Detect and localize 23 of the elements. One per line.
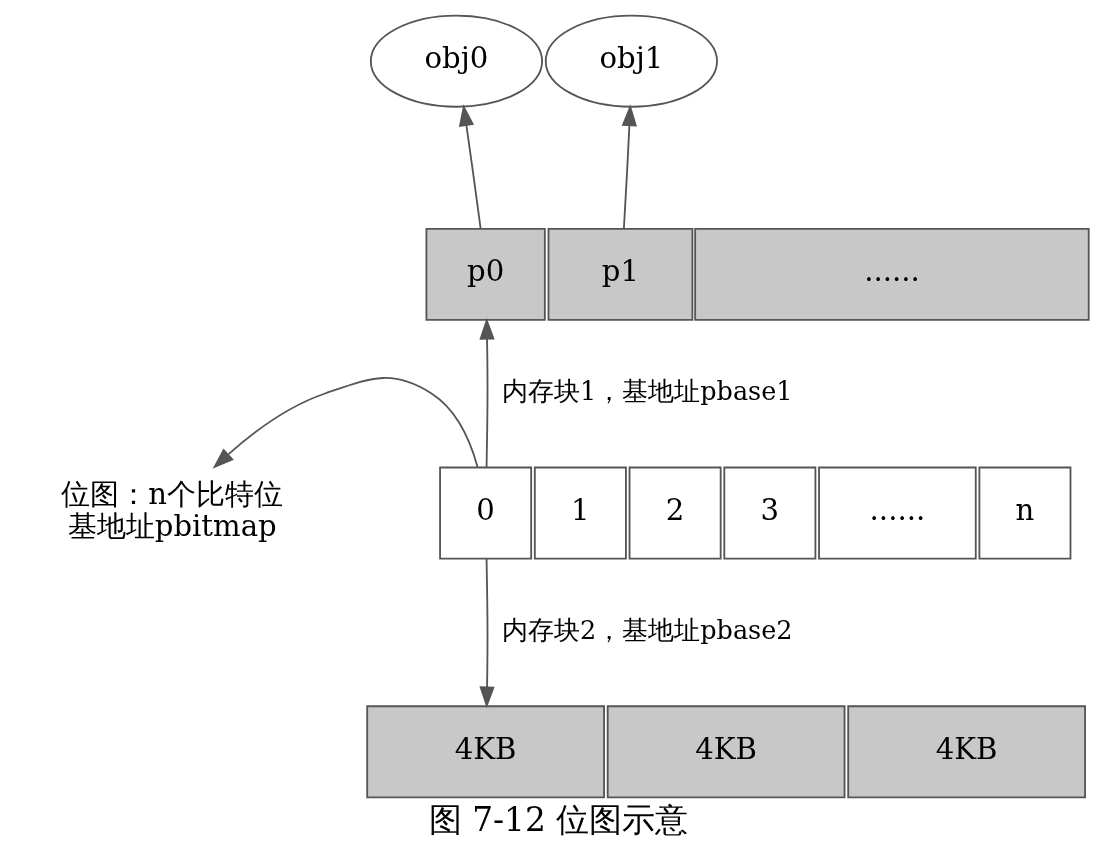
edge-label: 内存块2，基地址pbase2 [501, 615, 793, 646]
node-ellipse: obj0 [369, 14, 543, 108]
node-box: 0 [438, 466, 532, 560]
node-box: 4KB [606, 705, 845, 799]
node-box: ...... [817, 466, 977, 560]
node-box: ...... [693, 227, 1090, 321]
node-box: 2 [628, 466, 722, 560]
node-box: p0 [425, 227, 546, 321]
node-box: p1 [547, 227, 693, 321]
arrow [458, 104, 482, 230]
node-text: 位图：n个比特位 基地址pbitmap [60, 476, 283, 544]
node-box: 1 [533, 466, 627, 560]
node-box: 4KB [365, 705, 605, 799]
node-box: 3 [722, 466, 816, 560]
node-box: n [978, 466, 1071, 560]
edge-label: 内存块1，基地址pbase1 [501, 376, 793, 407]
arrow [478, 317, 495, 469]
arrow [478, 557, 495, 709]
arrow [621, 104, 637, 230]
caption: 图 7-12 位图示意 [428, 800, 688, 839]
arrow [212, 377, 478, 469]
node-box: 4KB [846, 705, 1086, 799]
node-ellipse: obj1 [544, 14, 718, 108]
